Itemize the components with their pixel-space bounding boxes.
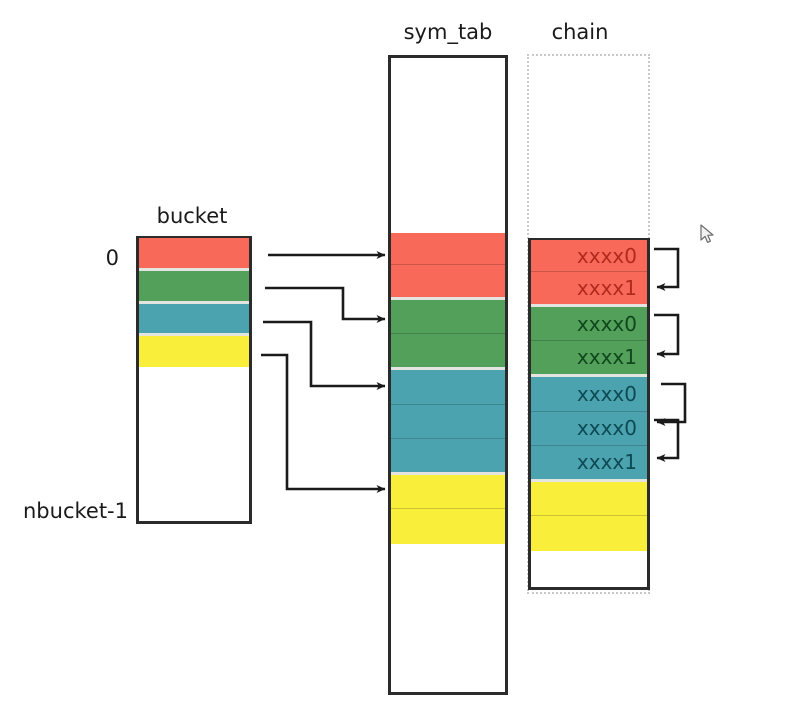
bucket-row-green[interactable] <box>139 271 249 303</box>
chain-cell-teal-2[interactable]: xxxx1 <box>531 445 647 479</box>
arrow-bucket-yellow-to-symtab <box>261 353 386 493</box>
row-separator <box>531 445 647 446</box>
chain-column-title: chain <box>551 20 609 44</box>
row-separator <box>531 411 647 412</box>
chain-link-arrows <box>654 247 687 462</box>
symtab-row-red-1[interactable] <box>391 264 505 297</box>
symtab-row-teal-2[interactable] <box>391 438 505 472</box>
bucket-row-yellow[interactable] <box>139 336 249 367</box>
chain-cell-green-0[interactable]: xxxx0 <box>531 307 647 340</box>
row-separator <box>139 268 249 271</box>
symtab-row-teal-0[interactable] <box>391 370 505 404</box>
chain-cell-teal-1[interactable]: xxxx0 <box>531 411 647 445</box>
chain-cell-green-1-value: xxxx1 <box>576 345 637 369</box>
chain-cell-red-0-value: xxxx0 <box>576 243 637 268</box>
chain-cell-red-1-value: xxxx1 <box>576 275 637 300</box>
chain-cell-yellow-1[interactable] <box>531 515 647 551</box>
row-separator <box>391 333 505 334</box>
symtab-row-teal-1[interactable] <box>391 404 505 438</box>
mouse-cursor <box>700 224 716 246</box>
row-separator <box>391 472 505 475</box>
chain-cell-yellow-0[interactable] <box>531 482 647 515</box>
chain-cell-green-1[interactable]: xxxx1 <box>531 340 647 374</box>
chain-cell-teal-0[interactable]: xxxx0 <box>531 377 647 411</box>
chain-link-teal-0-to-1 <box>656 382 687 426</box>
row-separator <box>531 304 647 307</box>
row-separator <box>391 367 505 370</box>
row-separator <box>531 479 647 482</box>
symtab-column-title: sym_tab <box>403 20 493 44</box>
row-separator <box>391 438 505 439</box>
symtab-row-green-1[interactable] <box>391 333 505 367</box>
row-separator <box>139 301 249 304</box>
symtab-row-green-0[interactable] <box>391 300 505 333</box>
chain-cell-teal-0-value: xxxx0 <box>576 382 637 406</box>
row-separator <box>531 515 647 516</box>
bucket-column-title: bucket <box>156 204 228 228</box>
row-separator <box>531 340 647 341</box>
bucket-row-teal[interactable] <box>139 304 249 335</box>
arrow-bucket-green-to-symtab <box>265 286 386 323</box>
row-separator <box>391 404 505 405</box>
arrow-bucket-teal-to-symtab <box>263 320 386 390</box>
bucket-index-label: nbucket-1 <box>23 499 128 523</box>
chain-link-teal-1-to-2 <box>654 418 680 462</box>
symtab-row-yellow-1[interactable] <box>391 508 505 544</box>
row-separator <box>531 374 647 377</box>
chain-cell-green-0-value: xxxx0 <box>576 311 637 336</box>
bucket-row-red[interactable] <box>139 238 249 270</box>
row-separator <box>139 333 249 336</box>
chain-cell-teal-1-value: xxxx0 <box>576 416 637 440</box>
row-separator <box>391 508 505 509</box>
chain-cell-red-1[interactable]: xxxx1 <box>531 271 647 304</box>
chain-link-green-0-to-1 <box>654 313 680 358</box>
chain-link-red-0-to-1 <box>654 247 680 291</box>
row-separator <box>391 264 505 265</box>
bucket-to-symtab-arrows <box>261 251 386 493</box>
bucket-index-label: 0 <box>105 246 119 270</box>
chain-cell-teal-2-value: xxxx1 <box>576 450 637 474</box>
chain-cell-red-0[interactable]: xxxx0 <box>531 240 647 271</box>
symtab-row-yellow-0[interactable] <box>391 475 505 508</box>
row-separator <box>531 271 647 272</box>
symtab-row-red-0[interactable] <box>391 233 505 264</box>
row-separator <box>391 297 505 300</box>
